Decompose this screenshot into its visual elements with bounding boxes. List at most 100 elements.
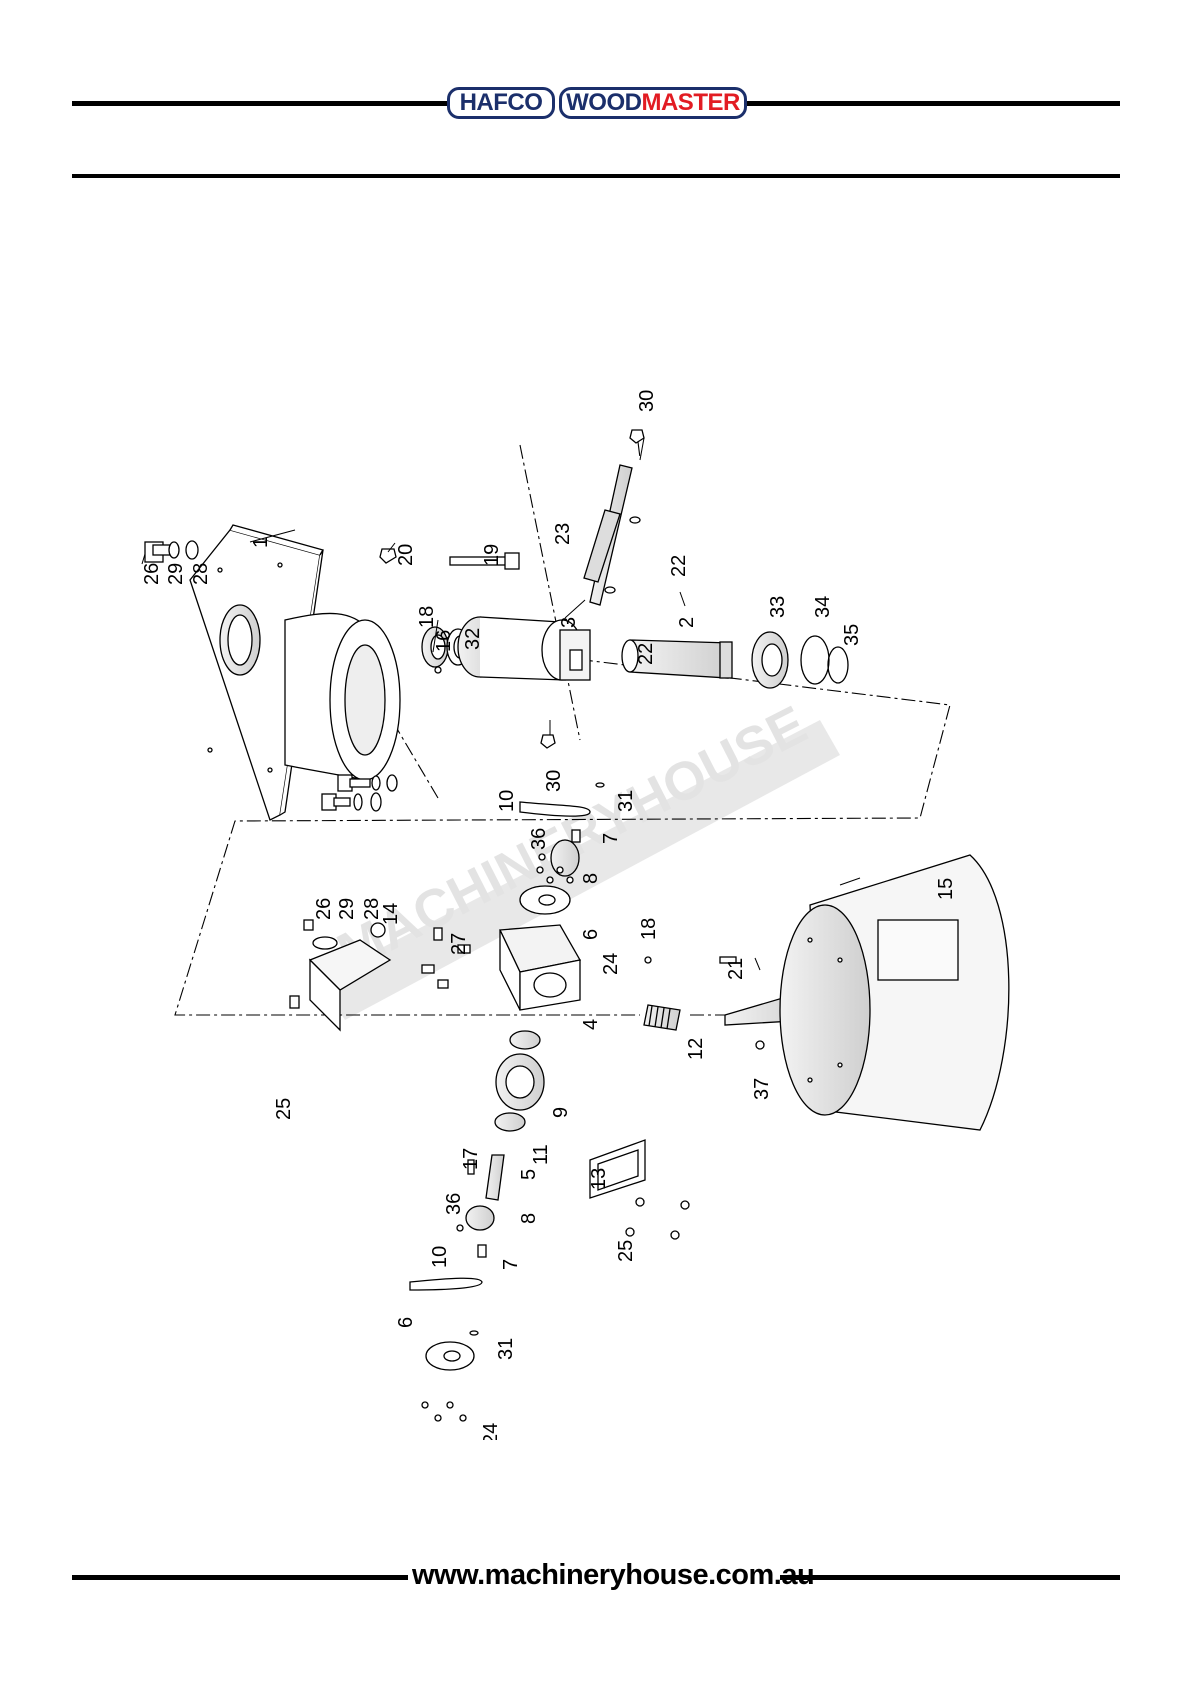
part-12-worm — [644, 1005, 680, 1030]
diagram-svg: MACHINERYHOUSE — [120, 360, 1080, 1440]
exploded-parts-diagram: MACHINERYHOUSE — [120, 360, 1080, 1440]
label-part-5: 5 — [518, 1169, 540, 1180]
part-4-gearbox — [500, 925, 580, 1010]
label-part-32: 32 — [462, 628, 484, 650]
label-part-30a: 30 — [636, 390, 658, 412]
label-part-29a: 29 — [165, 563, 187, 585]
part-26-bolt-top — [145, 542, 171, 562]
part-30-nut-bottom — [541, 735, 555, 748]
part-31-spring-top — [596, 783, 604, 787]
label-part-11: 11 — [530, 1144, 552, 1165]
label-part-1: 1 — [250, 537, 272, 548]
part-8-eccentric-top — [551, 840, 579, 876]
label-part-36a: 36 — [528, 828, 550, 850]
label-part-22b: 22 — [635, 643, 657, 665]
part-9-pulley — [496, 1054, 544, 1110]
part-29-washer-top — [169, 542, 179, 558]
label-part-9: 9 — [550, 1107, 572, 1118]
label-part-19: 19 — [481, 544, 503, 566]
brand-logo: HAFCO WOODMASTER — [447, 84, 747, 124]
label-part-16: 16 — [433, 630, 455, 652]
label-part-7b: 7 — [500, 1259, 522, 1270]
part-22-clip-b — [605, 587, 615, 593]
part-31-spring-bottom — [470, 1331, 478, 1335]
part-1-mounting-plate — [190, 525, 400, 820]
label-part-17: 17 — [460, 1148, 482, 1170]
part-33-bearing — [752, 632, 788, 688]
part-22-clip-a — [630, 517, 640, 523]
label-part-33: 33 — [767, 596, 789, 618]
woodmaster-logo-part2: MASTER — [641, 89, 739, 116]
part-6-plate-top — [520, 886, 570, 914]
part-30-nut-top — [630, 430, 644, 443]
label-part-15: 15 — [935, 878, 957, 900]
part-5-shaft — [486, 1155, 504, 1200]
part-37-screw — [756, 1041, 764, 1049]
label-part-25a: 25 — [273, 1098, 295, 1120]
label-part-6a: 6 — [580, 929, 602, 940]
part-11b-bearing — [495, 1113, 525, 1131]
part-26-bolt-mid — [322, 794, 350, 810]
label-part-24b: 24 — [480, 1423, 502, 1440]
part-36-ball-bottom — [457, 1225, 463, 1231]
part-7-pin-bottom — [478, 1245, 486, 1257]
label-part-36b: 36 — [443, 1193, 465, 1215]
label-part-34: 34 — [812, 596, 834, 618]
label-part-13: 13 — [588, 1168, 610, 1190]
label-part-10a: 10 — [496, 790, 518, 812]
label-part-8a: 8 — [580, 873, 602, 884]
label-part-37: 37 — [751, 1078, 773, 1100]
header-rule-right — [742, 101, 1120, 106]
label-part-28b: 28 — [361, 898, 383, 920]
label-part-21: 21 — [725, 958, 747, 980]
label-part-20: 20 — [395, 544, 417, 566]
part-35-circlip — [828, 647, 848, 683]
part-20-nut — [380, 549, 396, 563]
label-part-2: 2 — [676, 617, 698, 628]
label-part-4: 4 — [580, 1019, 602, 1030]
header-divider — [72, 174, 1120, 178]
label-part-26b: 26 — [313, 898, 335, 920]
part-24-screws-bottom — [422, 1402, 466, 1421]
label-part-6b: 6 — [395, 1317, 417, 1328]
part-6-plate-bottom — [426, 1342, 474, 1370]
label-part-3: 3 — [558, 617, 580, 628]
label-part-7a: 7 — [600, 833, 622, 844]
label-part-22a: 22 — [668, 555, 690, 577]
label-part-8b: 8 — [518, 1213, 540, 1224]
label-part-31b: 31 — [495, 1338, 517, 1360]
part-8-eccentric-bottom — [466, 1206, 494, 1230]
hafco-logo-text: HAFCO — [460, 89, 543, 116]
label-part-18a: 18 — [416, 606, 438, 628]
part-25-screws-right — [626, 1198, 689, 1239]
part-36-ball-top — [539, 854, 545, 860]
label-part-25b: 25 — [615, 1240, 637, 1262]
footer-rule-right — [780, 1575, 1120, 1580]
label-part-31a: 31 — [615, 790, 637, 812]
woodmaster-logo-part1: WOOD — [566, 89, 641, 116]
part-11-bearing — [510, 1031, 540, 1049]
label-part-23: 23 — [552, 523, 574, 545]
part-23-shaft — [584, 465, 632, 605]
part-10-link-bottom — [410, 1278, 482, 1290]
woodmaster-logo: WOODMASTER — [559, 87, 747, 119]
part-7-pin-top — [572, 830, 580, 842]
part-34-ring — [801, 636, 829, 684]
label-part-26a: 26 — [141, 563, 163, 585]
part-18-screw — [435, 667, 441, 673]
label-part-28a: 28 — [190, 563, 212, 585]
part-29-washer-mid — [354, 794, 362, 810]
label-part-29b: 29 — [336, 898, 358, 920]
label-part-30b: 30 — [543, 770, 565, 792]
header-rule-left — [72, 101, 452, 106]
part-28-washer-top — [186, 541, 198, 559]
label-part-10b: 10 — [429, 1246, 451, 1268]
label-part-18b: 18 — [638, 918, 660, 940]
part-28-washer-mid — [371, 793, 381, 811]
part-18-screw-mid — [645, 957, 651, 963]
label-part-35: 35 — [841, 624, 863, 646]
footer-website-link[interactable]: www.machineryhouse.com.au — [412, 1559, 778, 1592]
footer-rule-left — [72, 1575, 408, 1580]
hafco-logo: HAFCO — [447, 87, 555, 119]
label-part-14: 14 — [380, 903, 402, 925]
